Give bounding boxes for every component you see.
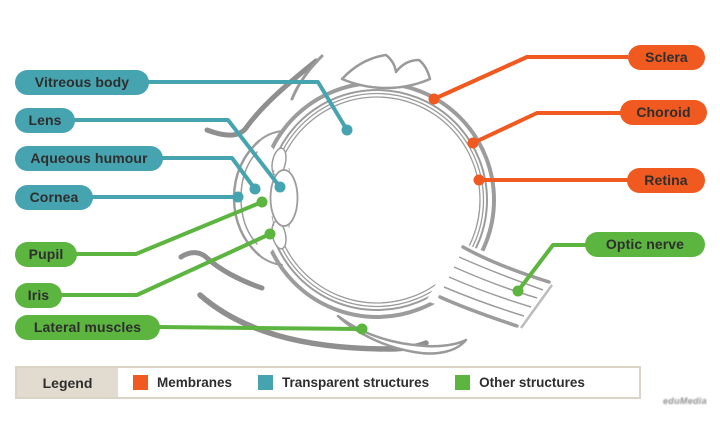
legend-item-label: Membranes	[157, 375, 233, 390]
line-pupil	[76, 200, 263, 256]
leader-lines	[60, 55, 628, 331]
legend-item-other-structures: Other structures	[455, 375, 585, 390]
line-lateral-muscles	[157, 325, 363, 331]
dot-iris	[264, 228, 276, 240]
legend-item-membranes: Membranes	[133, 375, 232, 390]
dot-pupil	[256, 196, 268, 208]
watermark-logo: eduMedia	[663, 396, 707, 406]
label-iris: Iris	[15, 283, 62, 308]
legend-title: Legend	[17, 368, 118, 397]
dot-choroid	[467, 137, 479, 149]
legend-item-label: Other structures	[479, 375, 585, 390]
dot-optic-nerve	[512, 285, 524, 297]
line-choroid	[472, 111, 621, 145]
dot-sclera	[428, 93, 440, 105]
label-vitreous-body: Vitreous body	[15, 70, 149, 95]
label-aqueous-humour: Aqueous humour	[15, 146, 163, 171]
dot-lens	[274, 181, 286, 193]
dot-retina	[473, 174, 485, 186]
leader-dots	[232, 93, 524, 335]
label-sclera: Sclera	[628, 45, 705, 70]
other-structures-swatch-icon	[455, 375, 471, 390]
line-vitreous-body	[148, 80, 349, 132]
legend-bar: Legend Membranes Transparent structures …	[15, 366, 641, 399]
dot-lateral-muscles	[356, 323, 368, 335]
dot-cornea	[232, 191, 244, 203]
legend-item-transparent-structures: Transparent structures	[258, 375, 429, 390]
label-optic-nerve: Optic nerve	[585, 232, 705, 257]
label-pupil: Pupil	[15, 242, 77, 267]
optic-nerve-shape	[426, 242, 560, 333]
dot-vitreous-body	[341, 124, 353, 136]
line-iris	[60, 232, 271, 297]
dot-aqueous-humour	[249, 183, 261, 195]
line-lens	[74, 118, 282, 189]
membranes-swatch-icon	[133, 375, 148, 390]
transparent-structures-swatch-icon	[258, 375, 274, 390]
inferior-muscle	[336, 314, 468, 355]
label-retina: Retina	[627, 168, 705, 193]
label-choroid: Choroid	[620, 100, 707, 125]
label-lens: Lens	[15, 108, 75, 133]
legend-item-label: Transparent structures	[282, 375, 430, 390]
line-optic-nerve	[516, 243, 586, 293]
line-aqueous-humour	[161, 156, 257, 191]
superior-muscle	[340, 53, 432, 90]
label-lateral-muscles: Lateral muscles	[15, 315, 160, 340]
line-sclera	[433, 55, 628, 101]
label-cornea: Cornea	[15, 185, 93, 210]
legend-items: Membranes Transparent structures Other s…	[118, 368, 639, 397]
